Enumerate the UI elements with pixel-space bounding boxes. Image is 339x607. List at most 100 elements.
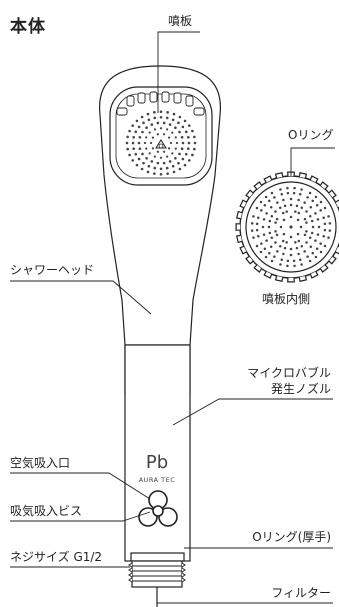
spray-hole [178,115,182,119]
spray-hole [138,136,142,139]
inside-hole [319,200,323,204]
label-intake-screw: 吸気吸入ビス [10,504,83,518]
rim-tooth [245,189,254,199]
spray-hole [166,172,169,175]
inside-hole [296,232,300,236]
rim-tooth [328,255,337,265]
spray-hole [193,147,196,151]
spray-hole [140,115,144,119]
inside-hole [300,263,303,266]
spray-hole [131,141,135,145]
spray-hole [145,147,148,150]
inside-hole [323,206,327,210]
inside-hole [280,258,284,261]
spray-hole [126,147,129,151]
inside-hole [257,216,260,220]
inside-hole [328,222,332,225]
inside-hole [274,221,277,224]
inside-hole [300,188,303,191]
inside-hole [270,236,274,239]
spray-hole [174,157,177,160]
spray-hole [132,147,135,151]
inside-hole [283,204,287,208]
o-ring-thick [130,552,185,562]
inside-hole [259,200,263,204]
inside-hole [255,222,259,226]
spray-hole [162,161,166,165]
inside-hole [311,225,315,229]
inside-hole [319,242,322,245]
inside-hole [311,251,314,255]
inside-hole [273,196,276,199]
nozzle-plate-inside-view [235,171,339,283]
inside-hole [255,244,259,248]
inside-hole [264,255,268,259]
thread [131,560,183,588]
rim-tooth [274,275,284,282]
spray-hole [137,141,141,145]
rim-tooth [328,189,337,199]
spray-hole [156,150,160,153]
spray-hole [134,152,138,156]
inside-hole [310,219,314,223]
inside-hole [274,210,277,213]
spray-hole [177,121,180,125]
spray-hole [153,155,156,158]
spray-hole [135,163,139,167]
spray-hole [167,136,171,139]
spray-hole [142,121,145,125]
nozzle-plate-inner [115,93,207,179]
inside-hole [250,222,254,225]
label-filter: フィルター [271,586,331,600]
inside-hole [306,255,309,258]
inside-hole [295,246,299,250]
inside-hole [297,239,301,243]
spray-hole [162,133,166,136]
spray-hole [172,170,176,174]
spray-hole [175,141,179,145]
inside-hole [264,195,268,199]
inside-hole [270,215,274,218]
nozzle-slots [116,91,205,116]
inside-hole [308,259,312,263]
inside-hole [303,233,307,237]
spray-hole [128,153,131,157]
spray-hole [187,159,191,162]
label-thread-size: ネジサイズ G1/2 [10,550,103,564]
inside-hole [315,247,319,250]
rim-tooth [236,234,243,244]
inside-hole [322,234,325,238]
spray-hole [171,118,175,122]
page-title: 本体 [10,17,46,37]
inside-hole [285,210,288,213]
inside-hole [308,236,312,239]
inside-hole [286,186,289,190]
spray-hole [168,123,172,126]
inside-hole [308,215,312,218]
inside-hole [316,218,320,221]
inside-hole [309,245,313,249]
inside-hole [268,231,272,235]
inside-hole [297,211,301,215]
inside-hole [294,210,297,213]
inside-hole [282,232,286,236]
leader-lines [10,31,335,604]
inside-hole [317,225,321,229]
inside-hole [252,215,255,218]
rim-tooth [319,264,329,273]
inside-hole [276,201,279,204]
spray-hole [183,119,187,123]
inside-hole [289,235,293,239]
spray-hole [153,111,156,114]
inside-hole [303,217,307,221]
inside-hole [286,191,290,195]
inside-hole [269,245,273,249]
inside-hole [289,253,293,257]
spray-hole [162,121,166,125]
inside-hole [327,236,330,239]
spray-hole [184,152,188,156]
inside-hole [275,217,279,221]
rim-tooth [298,275,308,282]
rim-tooth [236,210,243,220]
